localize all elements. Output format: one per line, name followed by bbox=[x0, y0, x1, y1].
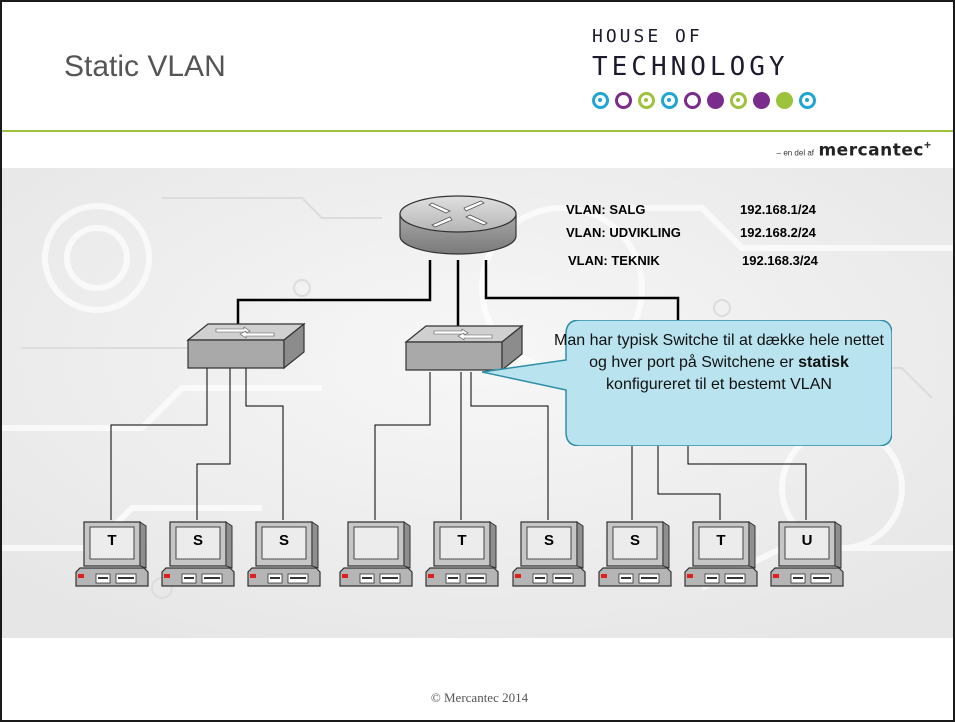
slide-title: Static VLAN bbox=[64, 50, 226, 83]
logo-dot bbox=[615, 92, 632, 109]
vlan-name: VLAN: TEKNIK bbox=[568, 253, 660, 268]
mercantec-logo: mercantec bbox=[818, 140, 924, 161]
computer-vlan-label: S bbox=[629, 532, 640, 549]
header-divider bbox=[2, 130, 953, 132]
computer-vlan-label: U bbox=[801, 532, 813, 549]
house-of-technology-logo: HOUSE OF TECHNOLOGY bbox=[592, 26, 932, 109]
logo-dot bbox=[799, 92, 816, 109]
logo-dots bbox=[592, 92, 932, 109]
callout-text-end: konfigureret til et bestemt VLAN bbox=[606, 376, 832, 393]
computer-icon: S bbox=[160, 520, 236, 592]
logo-line-1: HOUSE OF bbox=[592, 26, 703, 47]
computer-vlan-label: T bbox=[107, 532, 117, 549]
computer-icon: S bbox=[511, 520, 587, 592]
computer-icon: T bbox=[424, 520, 500, 592]
computer-vlan-label: T bbox=[457, 532, 467, 549]
computer-icon: U bbox=[769, 520, 845, 592]
vlan-network: 192.168.3/24 bbox=[742, 253, 818, 268]
computer-vlan-label: T bbox=[716, 532, 726, 549]
callout-text: Man har typisk Switche til at dække hele… bbox=[554, 330, 884, 396]
computer-vlan-label: S bbox=[543, 532, 554, 549]
tagline-prefix: – en del af bbox=[776, 148, 815, 158]
computer-icon: S bbox=[246, 520, 322, 592]
logo-dot bbox=[730, 92, 747, 109]
vlan-name: VLAN: UDVIKLING bbox=[566, 225, 681, 240]
router-icon bbox=[399, 195, 517, 255]
computer-icon: S bbox=[597, 520, 673, 592]
callout-bubble bbox=[482, 320, 892, 446]
vlan-network: 192.168.2/24 bbox=[740, 225, 816, 240]
mercantec-tagline: – en del af mercantec+ bbox=[777, 138, 931, 160]
logo-dot bbox=[661, 92, 678, 109]
footer-copyright: © Mercantec 2014 bbox=[430, 690, 529, 705]
logo-dot bbox=[776, 92, 793, 109]
computer-icon: T bbox=[74, 520, 150, 592]
logo-dot bbox=[638, 92, 655, 109]
vlan-network: 192.168.1/24 bbox=[740, 202, 816, 217]
computer-icon: T bbox=[683, 520, 759, 592]
logo-dot bbox=[592, 92, 609, 109]
mercantec-plus: + bbox=[923, 138, 931, 152]
logo-line-2: TECHNOLOGY bbox=[592, 52, 789, 82]
switch-icon bbox=[404, 324, 524, 372]
computer-icon bbox=[338, 520, 414, 592]
switch-icon bbox=[186, 322, 306, 370]
logo-dot bbox=[753, 92, 770, 109]
logo-dot bbox=[707, 92, 724, 109]
vlan-name: VLAN: SALG bbox=[566, 202, 646, 217]
computer-vlan-label: S bbox=[278, 532, 289, 549]
logo-dot bbox=[684, 92, 701, 109]
callout-text-bold: statisk bbox=[798, 354, 849, 371]
callout-text-start: Man har typisk Switche til at dække hele… bbox=[554, 332, 884, 371]
computer-vlan-label: S bbox=[192, 532, 203, 549]
